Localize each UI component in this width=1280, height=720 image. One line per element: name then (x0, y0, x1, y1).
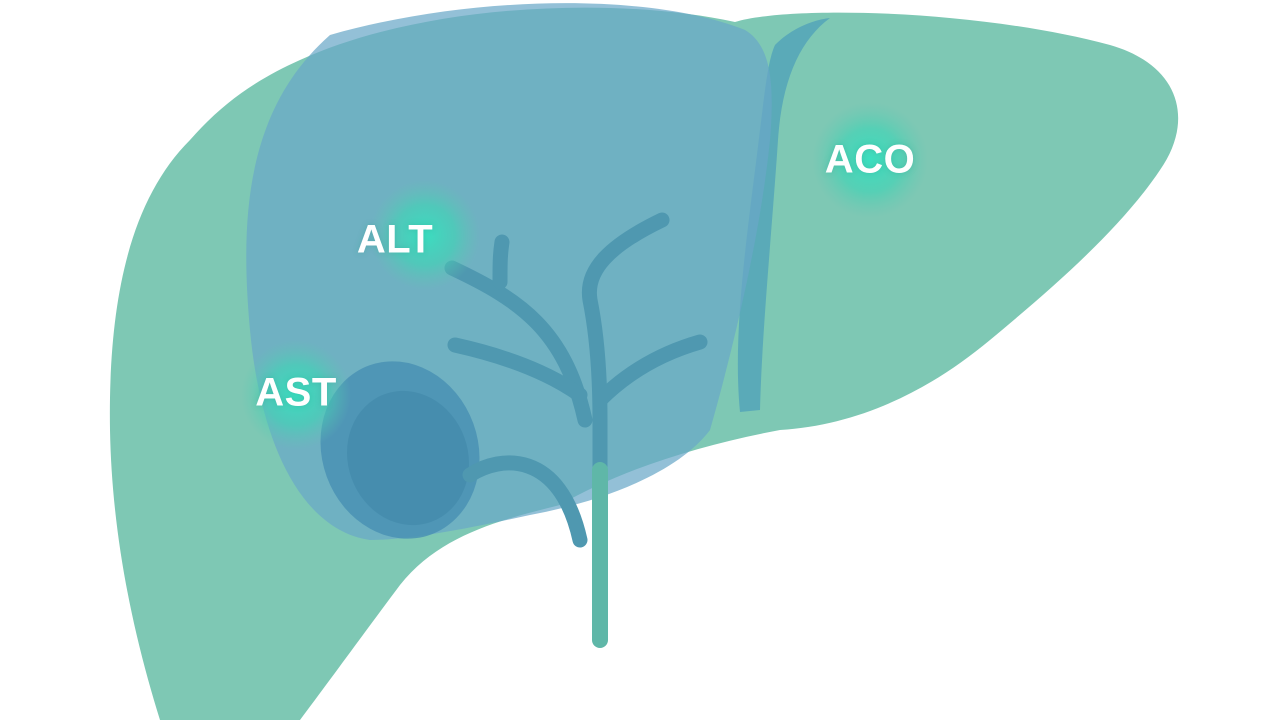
bile-ducts (444, 212, 708, 648)
lobe-divider (737, 18, 830, 412)
alt-marker-glow (370, 180, 480, 290)
ast-marker-glow (241, 340, 351, 450)
ast-label: AST (255, 370, 337, 415)
alt-label: ALT (356, 217, 434, 262)
aco-label: ACO (824, 137, 916, 182)
cystic-duct (462, 455, 588, 548)
gallbladder-inner (347, 390, 469, 526)
aco-marker-glow (812, 102, 928, 218)
duct-left-twig (492, 234, 510, 290)
duct-mid-branch (447, 337, 588, 403)
duct-right-branch (592, 334, 708, 408)
